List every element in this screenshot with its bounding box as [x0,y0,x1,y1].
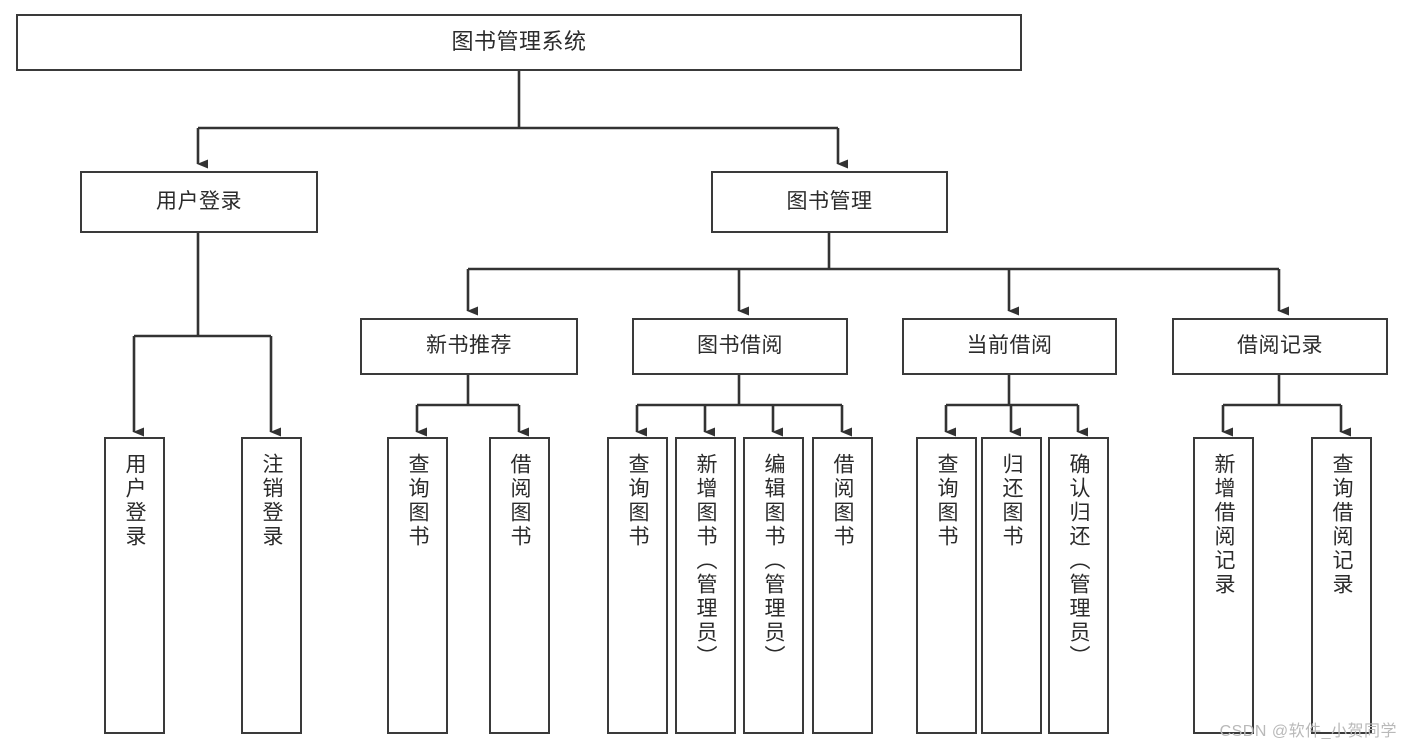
leaf-book-borrow-1-label: 查询图书 [626,453,649,549]
node-root[interactable]: 图书管理系统 [16,14,1022,71]
node-current-borrow[interactable]: 当前借阅 [902,318,1117,375]
leaf-borrow-record-2-label: 查询借阅记录 [1330,453,1353,597]
leaf-borrow-record-2[interactable]: 查询借阅记录 [1311,437,1372,734]
leaf-borrow-record-1[interactable]: 新增借阅记录 [1193,437,1254,734]
leaf-current-borrow-3-label: 确认归还（管理员） [1067,453,1090,669]
leaf-user-login-2[interactable]: 注销登录 [241,437,302,734]
node-borrow-record[interactable]: 借阅记录 [1172,318,1388,375]
leaf-book-borrow-2[interactable]: 新增图书（管理员） [675,437,736,734]
leaf-current-borrow-2[interactable]: 归还图书 [981,437,1042,734]
node-current-borrow-label: 当前借阅 [966,334,1053,358]
leaf-book-borrow-4[interactable]: 借阅图书 [812,437,873,734]
node-book-borrow[interactable]: 图书借阅 [632,318,848,375]
node-user-login-label: 用户登录 [156,189,242,213]
watermark-text: CSDN @软件_小贺同学 [1219,723,1397,740]
leaf-new-book-2-label: 借阅图书 [508,453,531,549]
leaf-book-borrow-2-label: 新增图书（管理员） [694,453,717,669]
leaf-new-book-2[interactable]: 借阅图书 [489,437,550,734]
node-root-label: 图书管理系统 [451,29,587,55]
node-borrow-record-label: 借阅记录 [1237,334,1323,358]
leaf-book-borrow-3[interactable]: 编辑图书（管理员） [743,437,804,734]
leaf-user-login-1-label: 用户登录 [123,453,146,549]
node-book-management[interactable]: 图书管理 [711,171,948,233]
leaf-book-borrow-3-label: 编辑图书（管理员） [762,453,785,669]
leaf-user-login-2-label: 注销登录 [260,453,283,549]
leaf-new-book-1[interactable]: 查询图书 [387,437,448,734]
leaf-borrow-record-1-label: 新增借阅记录 [1212,453,1235,597]
leaf-book-borrow-4-label: 借阅图书 [831,453,854,549]
node-new-book-recommend[interactable]: 新书推荐 [360,318,578,375]
leaf-user-login-1[interactable]: 用户登录 [104,437,165,734]
leaf-current-borrow-1-label: 查询图书 [935,453,958,549]
leaf-book-borrow-1[interactable]: 查询图书 [607,437,668,734]
node-book-borrow-label: 图书借阅 [697,334,783,358]
leaf-current-borrow-2-label: 归还图书 [1000,453,1023,549]
leaf-new-book-1-label: 查询图书 [406,453,429,549]
node-new-book-recommend-label: 新书推荐 [426,334,512,358]
leaf-current-borrow-3[interactable]: 确认归还（管理员） [1048,437,1109,734]
node-user-login[interactable]: 用户登录 [80,171,318,233]
leaf-current-borrow-1[interactable]: 查询图书 [916,437,977,734]
node-book-management-label: 图书管理 [786,189,873,213]
